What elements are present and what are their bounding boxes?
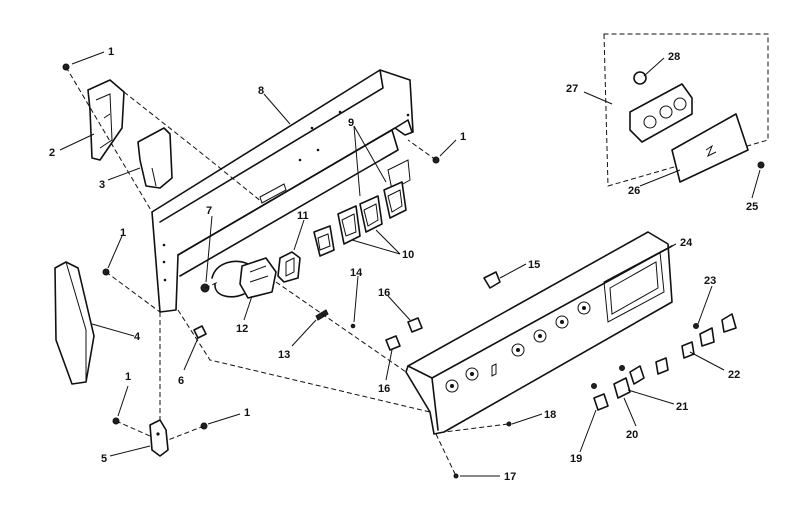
assembly-lines (65, 66, 509, 477)
back-panel (151, 69, 414, 313)
callout-labels: 1 2 3 8 1 9 10 11 7 12 13 14 1 4 6 1 1 5… (49, 46, 758, 483)
callout-7: 7 (206, 205, 212, 217)
callout-20: 20 (626, 429, 638, 441)
bracket-left-lower (137, 127, 173, 189)
callout-1-left: 1 (120, 227, 126, 239)
callout-14: 14 (350, 267, 363, 279)
callout-16-upper: 16 (378, 287, 390, 299)
oven-thermostat (211, 257, 277, 299)
small-bracket (149, 419, 169, 457)
sensing-bulb (315, 309, 329, 321)
side-trim-panel (54, 261, 95, 385)
callout-1-bottom-right: 1 (244, 407, 250, 419)
callout-17: 17 (504, 471, 516, 483)
mount-screw (350, 323, 356, 329)
callout-1-bottom-left: 1 (125, 371, 131, 383)
callout-19: 19 (570, 453, 582, 465)
callout-1-top: 1 (108, 46, 114, 58)
callout-6: 6 (178, 375, 184, 387)
wire-clip (193, 325, 207, 339)
callout-18: 18 (544, 409, 556, 421)
callout-12: 12 (236, 323, 248, 335)
callout-11: 11 (297, 210, 309, 222)
callout-24: 24 (680, 237, 693, 249)
callout-1-right: 1 (460, 131, 466, 143)
control-knobs (385, 271, 737, 479)
callout-21: 21 (676, 401, 688, 413)
bracket-left-upper (87, 79, 125, 161)
callout-9: 9 (348, 117, 354, 129)
callout-3: 3 (99, 179, 105, 191)
callout-15: 15 (528, 259, 540, 271)
callout-22: 22 (728, 369, 740, 381)
callout-4: 4 (134, 331, 141, 343)
infinite-switches (313, 181, 407, 257)
callout-10: 10 (402, 249, 414, 261)
callout-26: 26 (628, 185, 640, 197)
selector-switch (277, 251, 301, 283)
callout-25: 25 (746, 201, 758, 213)
callout-8: 8 (258, 85, 264, 97)
callout-16-lower: 16 (378, 383, 390, 395)
callout-27: 27 (566, 83, 578, 95)
callout-13: 13 (278, 349, 290, 361)
callout-23: 23 (704, 275, 716, 287)
leader-lines (59, 51, 761, 477)
callout-28: 28 (668, 51, 680, 63)
callout-5: 5 (101, 453, 107, 465)
callout-2: 2 (49, 147, 55, 159)
clock-inset (603, 33, 769, 187)
